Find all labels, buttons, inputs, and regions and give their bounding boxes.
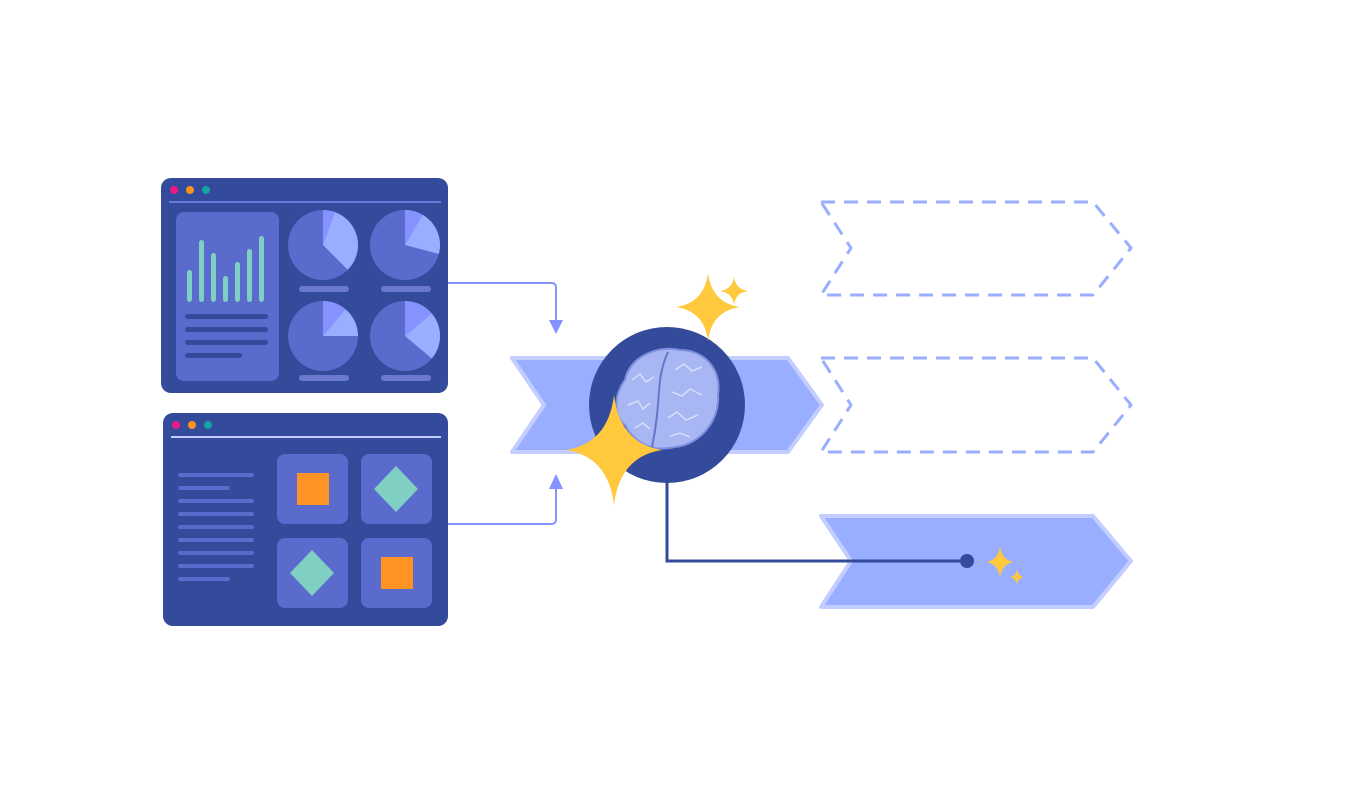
output-chevron-placeholder <box>819 356 1133 454</box>
bar <box>211 253 216 302</box>
diamond-icon <box>290 550 334 596</box>
maximize-dot-icon <box>202 186 210 194</box>
diamond-icon <box>374 466 418 512</box>
bar <box>247 249 252 302</box>
arrow-up-icon <box>549 474 563 489</box>
pie-charts <box>288 210 441 371</box>
pie-chart-icon <box>288 301 358 371</box>
bar <box>199 240 204 302</box>
square-icon <box>381 557 413 589</box>
output-chevron-placeholder <box>819 200 1133 297</box>
output-connector <box>665 470 967 563</box>
sparkle-icon <box>1010 569 1024 585</box>
minimize-dot-icon <box>186 186 194 194</box>
close-dot-icon <box>170 186 178 194</box>
brain-icon <box>615 347 720 450</box>
input-connectors <box>448 282 557 525</box>
bar <box>223 276 228 302</box>
bar-chart-icon <box>187 236 264 302</box>
sparkle-icon <box>720 277 748 305</box>
sparkle-icon <box>986 546 1014 578</box>
pie-chart-icon <box>370 301 440 371</box>
square-icon <box>297 473 329 505</box>
bar <box>235 262 240 302</box>
bar <box>259 236 264 302</box>
dashboard-window <box>161 178 448 393</box>
sparkle-icon <box>676 273 740 341</box>
arrow-down-icon <box>549 320 563 334</box>
pie-chart-icon <box>370 210 441 280</box>
tiles-window <box>163 413 448 626</box>
pie-chart-icon <box>288 210 359 280</box>
bar <box>187 270 192 302</box>
sparkles <box>566 273 1024 585</box>
sparkle-icon <box>566 395 662 505</box>
